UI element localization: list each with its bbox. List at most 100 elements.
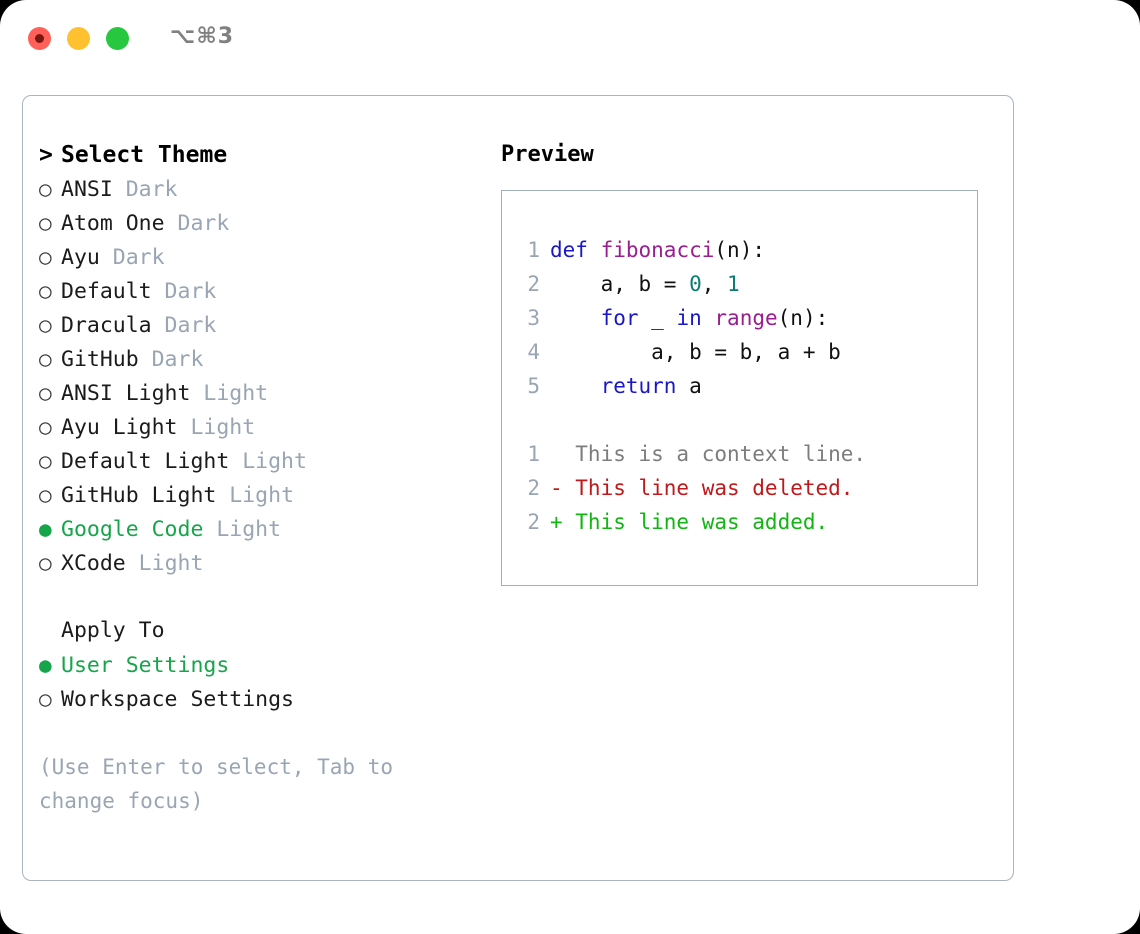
theme-variant-badge: Light: [177, 415, 256, 440]
apply-to-section: Apply To ● User Settings ○ Workspace Settin…: [39, 614, 489, 716]
code-token: fibonacci: [600, 238, 715, 262]
code-line: 3 for _ in range(n):: [514, 301, 977, 335]
theme-list-item[interactable]: ○ANSI Dark: [39, 172, 489, 206]
radio-selected-icon: ●: [39, 653, 52, 677]
theme-name: ANSI Light: [61, 381, 191, 406]
theme-selector-column: >Select Theme ○ANSI Dark○Atom One Dark○A…: [39, 138, 489, 818]
theme-variant-badge: Light: [203, 517, 282, 542]
radio-unselected-icon: ○: [39, 313, 52, 337]
code-token: ):: [739, 238, 765, 262]
code-token: a, b = b, a + b: [550, 340, 841, 364]
theme-list[interactable]: ○ ANSI Dark ○ Atom One Dark ○ Ayu Dark ○ Defaul…: [39, 172, 489, 580]
theme-name: GitHub: [61, 347, 139, 372]
theme-name: ANSI: [61, 177, 113, 202]
apply-to-label: Apply To: [61, 618, 165, 643]
theme-name: Dracula: [61, 313, 152, 338]
apply-to-option[interactable]: ○ Workspace Settings: [39, 682, 489, 716]
code-token: (: [777, 306, 791, 330]
theme-name: Ayu: [61, 245, 100, 270]
theme-variant-badge: Light: [229, 449, 307, 474]
theme-list-item[interactable]: ○Ayu Light Light: [39, 410, 489, 444]
radio-unselected-icon: ○: [39, 279, 52, 303]
code-line: 2 a, b = 0, 1: [514, 267, 977, 301]
maximize-window-button[interactable]: [106, 27, 129, 50]
line-number: 3: [527, 306, 540, 330]
line-number: 5: [527, 374, 540, 398]
code-line: 5 return a: [514, 369, 977, 403]
radio-unselected-icon: ○: [39, 177, 52, 201]
theme-list-item[interactable]: ● Google Code Light: [39, 512, 489, 546]
diff-line-text: + This line was added.: [550, 510, 829, 534]
code-token: (: [714, 238, 728, 262]
code-token: a: [676, 374, 702, 398]
apply-to-options[interactable]: ● User Settings ○ Workspace Settings: [39, 648, 489, 716]
apply-to-option-label: User Settings: [61, 653, 230, 678]
keyboard-hint-text: (Use Enter to select, Tab to change focu…: [39, 755, 394, 813]
diff-line-text: This is a context line.: [550, 442, 867, 466]
keyboard-shortcut-label: ⌥⌘3: [170, 24, 235, 49]
code-token: in: [676, 306, 702, 330]
theme-name: Default Light: [61, 449, 230, 474]
radio-unselected-icon: ○: [39, 483, 52, 507]
apply-to-option[interactable]: ● User Settings: [39, 648, 489, 682]
code-token: [588, 238, 601, 262]
code-token: range: [714, 306, 778, 330]
theme-variant-badge: Light: [216, 483, 295, 508]
theme-variant-badge: Dark: [99, 245, 165, 270]
diff-sample: 1 This is a context line.2- This line wa…: [514, 437, 977, 539]
radio-unselected-icon: ○: [39, 245, 52, 269]
theme-list-item[interactable]: ○ Dracula Dark: [39, 308, 489, 342]
spacer: [514, 403, 977, 437]
theme-variant-badge: Dark: [164, 211, 230, 236]
diff-line: 2- This line was deleted.: [514, 471, 977, 505]
line-number: 1: [527, 238, 540, 262]
page-title: Select Theme: [61, 142, 228, 168]
code-token: ):: [802, 306, 829, 330]
theme-list-item[interactable]: ○ Default Light Light: [39, 444, 489, 478]
theme-list-item[interactable]: ○Default Dark: [39, 274, 489, 308]
code-token: n: [790, 306, 803, 330]
preview-title: Preview: [501, 142, 594, 167]
minimize-window-button[interactable]: [67, 27, 90, 50]
radio-selected-icon: ●: [39, 517, 52, 541]
radio-unselected-icon: ○: [39, 415, 52, 439]
line-number: 4: [527, 340, 540, 364]
radio-unselected-icon: ○: [39, 687, 52, 711]
theme-list-item[interactable]: ○ GitHub Light Light: [39, 478, 489, 512]
diff-line: 2 + This line was added.: [514, 505, 977, 539]
radio-unselected-icon: ○: [39, 449, 52, 473]
radio-unselected-icon: ○: [39, 381, 52, 405]
code-token: ,: [701, 272, 728, 296]
theme-name: Default: [61, 279, 152, 304]
theme-list-item[interactable]: ○GitHub Dark: [39, 342, 489, 376]
code-token: n: [727, 238, 740, 262]
theme-list-item[interactable]: ○ Ayu Dark: [39, 240, 489, 274]
theme-list-item[interactable]: ○ANSI Light Light: [39, 376, 489, 410]
code-token: [550, 306, 601, 330]
radio-unselected-icon: ○: [39, 551, 52, 575]
line-number: 2: [527, 510, 540, 534]
theme-list-item[interactable]: ○XCode Light: [39, 546, 489, 580]
recording-indicator-icon: [35, 34, 44, 43]
theme-name: Google Code: [61, 517, 204, 542]
code-token: 0: [689, 272, 702, 296]
line-number: 1: [527, 442, 540, 466]
code-token: [550, 374, 601, 398]
prompt-caret-icon: >: [39, 142, 53, 168]
code-token: 1: [727, 272, 740, 296]
code-token: def: [550, 238, 588, 262]
diff-line-text: - This line was deleted.: [550, 476, 854, 500]
title-bar: ⌥⌘3: [0, 0, 1140, 78]
theme-list-item[interactable]: ○ Atom One Dark: [39, 206, 489, 240]
code-token: a, b =: [550, 272, 690, 296]
apply-to-option-label: Workspace Settings: [61, 687, 294, 712]
theme-name: GitHub Light: [61, 483, 217, 508]
theme-name: Atom One: [61, 211, 165, 236]
theme-name: XCode: [61, 551, 126, 576]
diff-line: 1 This is a context line.: [514, 437, 977, 471]
theme-variant-badge: Dark: [151, 313, 217, 338]
radio-unselected-icon: ○: [39, 211, 52, 235]
